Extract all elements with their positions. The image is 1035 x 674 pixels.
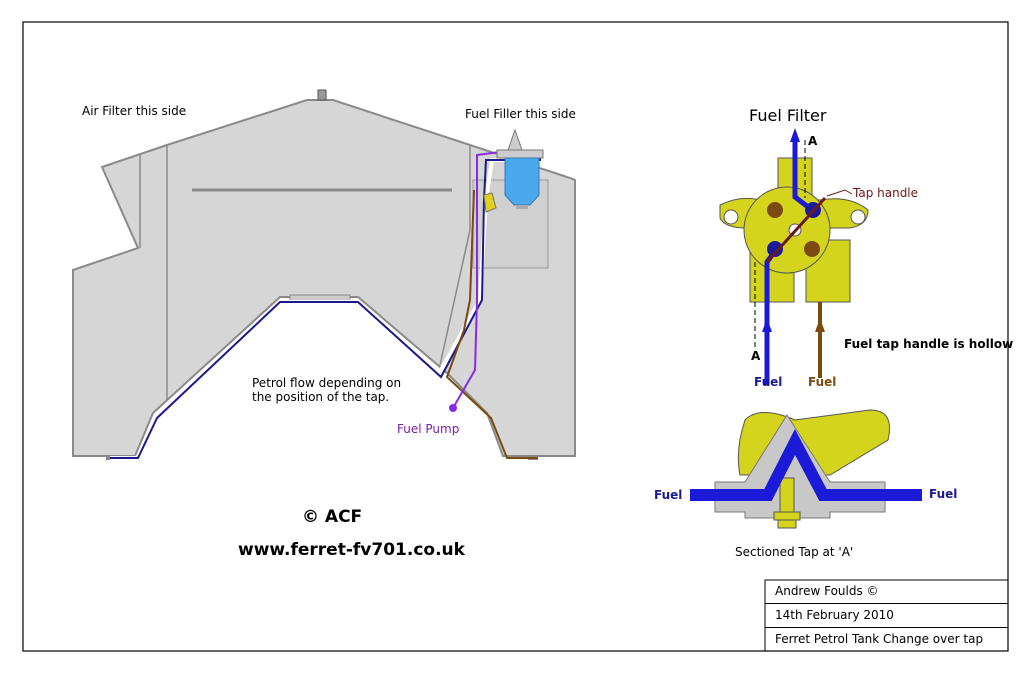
- copyright-label: © ACF: [302, 507, 363, 527]
- small-tap-icon: [483, 192, 497, 213]
- drawing-frame: [22, 21, 1009, 652]
- fuel-blue-label: Fuel: [754, 375, 783, 389]
- section-fuel-path: [690, 428, 922, 501]
- arrow-up-icon: [762, 318, 772, 332]
- section-caption: Sectioned Tap at 'A': [735, 545, 854, 559]
- fuel-filler-label: Fuel Filler this side: [465, 107, 576, 121]
- section-fuel-right-label: Fuel: [929, 487, 958, 501]
- petrol-flow-label-1: Petrol flow depending on: [252, 376, 402, 390]
- section-a-bottom-label: A: [751, 349, 761, 363]
- title-block-author: Andrew Foulds ©: [775, 584, 879, 598]
- arrow-up-icon: [790, 128, 800, 142]
- fuel-line-brown: [445, 189, 538, 459]
- section-fuel-left-label: Fuel: [654, 488, 683, 502]
- fuel-line-blue: [110, 152, 541, 459]
- tap-handle-label: Tap handle: [853, 186, 919, 200]
- petrol-tank: [72, 89, 576, 460]
- fuel-pump-line: [452, 151, 501, 409]
- fuel-filter-icon: [496, 128, 544, 209]
- fuel-tap-section: [714, 409, 890, 529]
- petrol-flow-label-2: the position of the tap.: [252, 390, 390, 404]
- fuel-tap-plan: [719, 157, 869, 303]
- title-block-date: 14th February 2010: [765, 603, 1008, 626]
- website-label: www.ferret-fv701.co.uk: [238, 540, 465, 560]
- fuel-pump-label: Fuel Pump: [397, 422, 460, 436]
- fuel-pump-icon: [449, 404, 457, 412]
- fuel-filter-label: Fuel Filter: [749, 106, 827, 125]
- tap-handle: [765, 196, 827, 264]
- section-a-top-label: A: [808, 134, 818, 148]
- hollow-note-label: Fuel tap handle is hollow: [844, 337, 1014, 351]
- air-filter-label: Air Filter this side: [82, 104, 187, 118]
- fuel-brown-label: Fuel: [808, 375, 837, 389]
- title-block-title: Ferret Petrol Tank Change over tap: [765, 627, 1008, 650]
- arrow-up-icon: [815, 318, 825, 332]
